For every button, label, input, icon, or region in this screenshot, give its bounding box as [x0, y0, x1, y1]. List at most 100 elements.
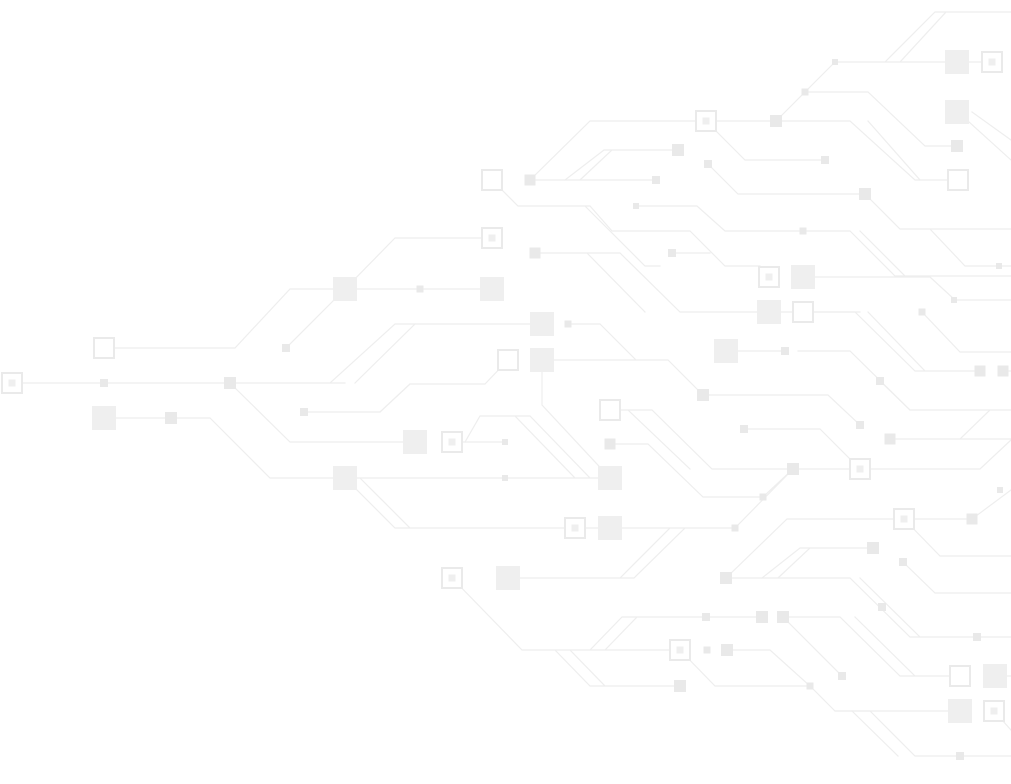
circuit-trace	[451, 577, 681, 651]
circuit-trace	[609, 443, 794, 498]
circuit-via	[524, 174, 536, 186]
circuit-trace	[959, 409, 991, 440]
circuit-trace	[864, 193, 1011, 230]
circuit-via	[832, 59, 838, 65]
circuit-pad-hollow	[93, 337, 115, 359]
circuit-via	[997, 365, 1009, 377]
circuit-via	[966, 513, 978, 525]
circuit-pad-solid	[945, 50, 969, 74]
circuit-pad-solid	[333, 466, 357, 490]
circuit-trace	[705, 120, 826, 161]
circuit-trace	[589, 616, 763, 651]
circuit-trace	[303, 359, 509, 413]
circuit-pad-center	[900, 515, 908, 523]
circuit-pad-hollow	[497, 349, 519, 371]
circuit-via	[721, 644, 733, 656]
circuit-via	[604, 438, 616, 450]
circuit-via	[838, 672, 846, 680]
circuit-trace	[379, 383, 411, 413]
circuit-trace	[627, 409, 691, 470]
circuit-pad-hollow	[599, 399, 621, 421]
circuit-trace	[564, 149, 679, 181]
circuit-trace	[879, 380, 911, 411]
circuit-trace	[344, 477, 576, 529]
circuit-trace	[554, 649, 681, 687]
circuit-via	[878, 603, 886, 611]
circuit-trace	[491, 179, 761, 267]
circuit-via	[787, 463, 799, 475]
circuit-pad-center	[448, 574, 456, 582]
circuit-via	[770, 115, 782, 127]
circuit-via	[720, 572, 732, 584]
circuit-trace	[929, 228, 1011, 267]
circuit-pad-hollow	[481, 169, 503, 191]
circuit-pad-center	[571, 524, 579, 532]
circuit-trace	[899, 11, 947, 63]
circuit-pad-hollow	[949, 665, 971, 687]
circuit-trace	[567, 323, 637, 361]
circuit-via	[702, 613, 710, 621]
circuit-trace	[229, 382, 416, 443]
circuit-via	[165, 412, 177, 424]
circuit-trace	[103, 417, 346, 479]
circuit-pad-center	[990, 707, 998, 715]
circuit-trace	[584, 205, 661, 267]
circuit-trace	[507, 527, 686, 579]
circuit-pad-center	[8, 379, 16, 387]
circuit-via	[502, 475, 508, 481]
circuit-via	[867, 542, 879, 554]
circuit-pad-solid	[92, 406, 116, 430]
circuit-via	[672, 144, 684, 156]
circuit-trace	[619, 527, 671, 579]
circuit-trace	[802, 276, 1011, 301]
circuit-trace	[867, 311, 926, 372]
circuit-trace	[604, 616, 638, 651]
circuit-trace	[867, 120, 921, 181]
circuit-trace	[802, 230, 1011, 277]
circuit-trace	[854, 616, 916, 677]
circuit-via	[974, 365, 986, 377]
circuit-trace	[971, 111, 1011, 141]
circuit-trace	[514, 415, 576, 479]
circuit-trace	[859, 577, 921, 638]
circuit-pads	[1, 50, 1007, 723]
circuit-trace	[534, 252, 771, 313]
circuit-via	[801, 88, 809, 96]
circuit-vias	[100, 59, 1009, 760]
circuit-via	[781, 347, 789, 355]
circuit-via	[502, 439, 508, 445]
circuit-pad-solid	[530, 312, 554, 336]
circuit-trace	[359, 477, 411, 529]
circuit-via	[674, 680, 686, 692]
circuit-trace	[679, 649, 961, 712]
circuit-via	[224, 377, 236, 389]
circuit-trace	[851, 710, 899, 757]
circuit-via	[821, 156, 829, 164]
circuit-pad-solid	[598, 516, 622, 540]
circuit-trace	[579, 149, 613, 181]
circuit-trace	[725, 489, 1011, 579]
circuit-trace	[761, 547, 874, 579]
circuit-via	[951, 297, 957, 303]
circuit-pad-center	[702, 117, 710, 125]
circuit-via	[633, 203, 639, 209]
circuit-via	[956, 752, 964, 760]
circuit-trace	[782, 616, 961, 677]
circuit-pad-center	[448, 438, 456, 446]
circuit-via	[876, 377, 884, 385]
circuit-trace	[859, 439, 1011, 470]
circuit-trace	[329, 323, 543, 384]
circuit-pad-center	[765, 273, 773, 281]
circuit-trace	[529, 120, 707, 181]
circuit-via	[859, 188, 871, 200]
circuit-via	[856, 421, 864, 429]
circuit-via	[759, 493, 767, 501]
circuit-via	[668, 249, 676, 257]
circuit-trace	[859, 230, 906, 277]
circuit-via	[564, 320, 572, 328]
circuit-trace	[884, 11, 1011, 63]
circuit-via	[884, 433, 896, 445]
circuit-trace	[635, 205, 804, 232]
